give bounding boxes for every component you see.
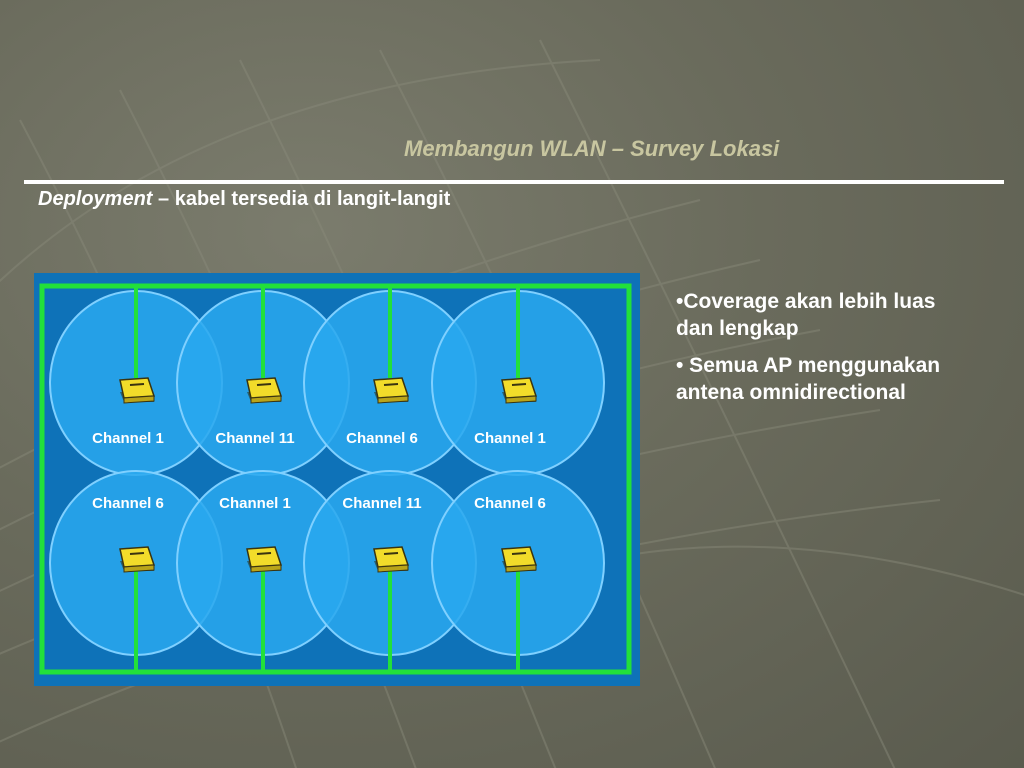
channel-label: Channel 1 (474, 430, 546, 447)
channel-label: Channel 6 (346, 430, 418, 447)
slide-subtitle: Deployment – kabel tersedia di langit-la… (38, 188, 450, 211)
bullet-item: • Semua AP menggunakan antena omnidirect… (676, 354, 941, 404)
access-point-icon (373, 546, 410, 573)
access-point-icon (501, 546, 538, 573)
title-divider (24, 180, 1004, 184)
channel-label: Channel 11 (342, 495, 421, 512)
bullet-item: •Coverage akan lebih luas dan lengkap (676, 290, 936, 340)
ceiling-cable-frame (39, 283, 632, 675)
access-point-icon (119, 377, 156, 404)
channel-label: Channel 1 (92, 430, 164, 447)
access-point-icon (246, 546, 283, 573)
subtitle-emphasis: Deployment (38, 188, 153, 210)
subtitle-text: – kabel tersedia di langit-langit (152, 188, 451, 210)
access-point-icon (119, 546, 156, 573)
channel-label: Channel 11 (215, 430, 294, 447)
bullet-list: •Coverage akan lebih luas dan lengkap • … (676, 288, 976, 416)
wlan-deployment-diagram: Channel 1 Channel 11 Channel 6 Channel 1 Cha… (34, 273, 640, 686)
access-point-icon (501, 377, 538, 404)
channel-label: Channel 6 (474, 495, 546, 512)
channel-label: Channel 6 (92, 495, 164, 512)
access-point-icon (373, 377, 410, 404)
slide-title: Membangun WLAN – Survey Lokasi (404, 136, 780, 161)
channel-label: Channel 1 (219, 495, 291, 512)
access-point-icon (246, 377, 283, 404)
